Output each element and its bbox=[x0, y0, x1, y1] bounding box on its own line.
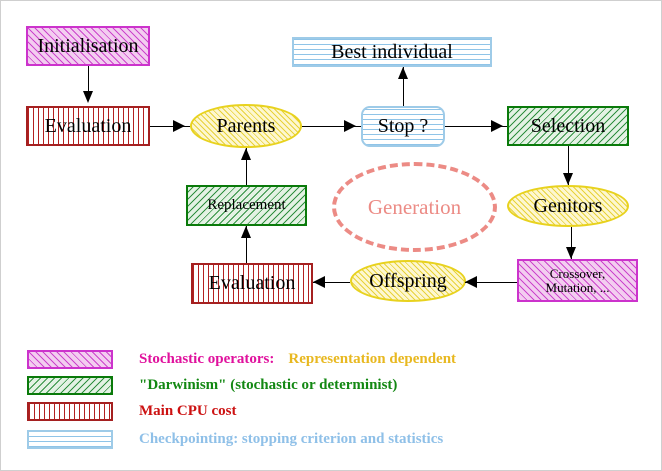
legend-row: Checkpointing: stopping criterion and st… bbox=[27, 427, 443, 451]
legend-swatch-main-cpu-cost bbox=[27, 401, 113, 421]
edge-parents-to-stop bbox=[302, 126, 361, 127]
node-crossover-mutation[interactable]: Crossover, Mutation, ... bbox=[517, 259, 638, 302]
node-stop[interactable]: Stop ? bbox=[361, 106, 445, 147]
arrowhead-parents-to-stop bbox=[344, 120, 356, 132]
legend-swatch-checkpointing bbox=[27, 429, 113, 449]
legend-swatch-darwinism bbox=[27, 375, 113, 395]
node-offspring-label: Offspring bbox=[369, 269, 447, 292]
node-replacement[interactable]: Replacement bbox=[186, 185, 307, 226]
edge-crossover-to-offspring bbox=[465, 282, 517, 283]
node-best-individual-label: Best individual bbox=[331, 40, 453, 63]
edge-evaluation-to-parents bbox=[150, 126, 190, 127]
legend-row: Stochastic operators: Representation dep… bbox=[27, 347, 456, 371]
node-selection[interactable]: Selection bbox=[507, 106, 629, 146]
legend-label-main-cpu-cost: Main CPU cost bbox=[139, 402, 237, 419]
edge-genitors-to-crossover bbox=[571, 227, 572, 259]
edge-selection-to-genitors bbox=[568, 146, 569, 185]
node-parents-label: Parents bbox=[216, 114, 276, 137]
node-selection-label: Selection bbox=[530, 114, 606, 137]
legend-swatch-stochastic-operators bbox=[27, 349, 113, 369]
legend-row: "Darwinism" (stochastic or determinist) bbox=[27, 373, 397, 397]
edge-stop-to-selection bbox=[445, 126, 507, 127]
arrowhead-crossover-to-offspring bbox=[465, 276, 477, 288]
arrowhead-evaluation-to-parents bbox=[173, 120, 185, 132]
node-evaluation-top[interactable]: Evaluation bbox=[26, 106, 150, 146]
node-parents[interactable]: Parents bbox=[190, 104, 302, 148]
node-evaluation-bottom[interactable]: Evaluation bbox=[191, 263, 313, 304]
node-best-individual[interactable]: Best individual bbox=[292, 37, 492, 67]
legend-label-checkpointing: Checkpointing: stopping criterion and st… bbox=[139, 430, 444, 447]
arrowhead-genitors-to-crossover bbox=[566, 247, 576, 259]
edge-evaluation-to-replacement bbox=[246, 226, 247, 263]
legend-label-darwinism: "Darwinism" (stochastic or determinist) bbox=[139, 376, 398, 393]
arrowhead-offspring-to-evaluation bbox=[313, 276, 325, 288]
edge-initialisation-to-evaluation bbox=[88, 66, 89, 96]
arrowhead-initialisation-to-evaluation bbox=[83, 91, 93, 103]
node-crossover-label-line2: Mutation, ... bbox=[545, 279, 610, 295]
node-offspring[interactable]: Offspring bbox=[350, 260, 466, 302]
arrowhead-replacement-to-parents bbox=[241, 148, 251, 160]
node-genitors-label: Genitors bbox=[533, 194, 603, 217]
node-evaluation-bottom-label: Evaluation bbox=[208, 272, 296, 294]
node-genitors[interactable]: Genitors bbox=[507, 185, 629, 227]
node-crossover-label-line1: Crossover, bbox=[549, 265, 606, 281]
arrowhead-evaluation-to-replacement bbox=[241, 226, 251, 238]
legend-label-stochastic-operators: Stochastic operators: bbox=[139, 350, 275, 367]
arrowhead-selection-to-genitors bbox=[563, 173, 573, 185]
node-evaluation-top-label: Evaluation bbox=[44, 114, 132, 137]
node-initialisation[interactable]: Initialisation bbox=[26, 26, 150, 66]
node-replacement-label: Replacement bbox=[207, 196, 286, 213]
arrowhead-stop-to-selection bbox=[491, 120, 503, 132]
node-initialisation-label: Initialisation bbox=[37, 34, 139, 57]
node-stop-label: Stop ? bbox=[377, 115, 429, 137]
edge-offspring-to-evaluation bbox=[313, 282, 350, 283]
legend-row: Main CPU cost bbox=[27, 399, 237, 423]
node-generation-group: Generation bbox=[332, 162, 497, 252]
arrowhead-stop-to-best-individual bbox=[398, 67, 408, 79]
edge-replacement-to-parents bbox=[246, 148, 247, 185]
edge-stop-to-best-individual bbox=[403, 67, 404, 106]
legend-label-representation-dependent: Representation dependent bbox=[288, 350, 457, 367]
node-generation-label: Generation bbox=[367, 194, 462, 219]
